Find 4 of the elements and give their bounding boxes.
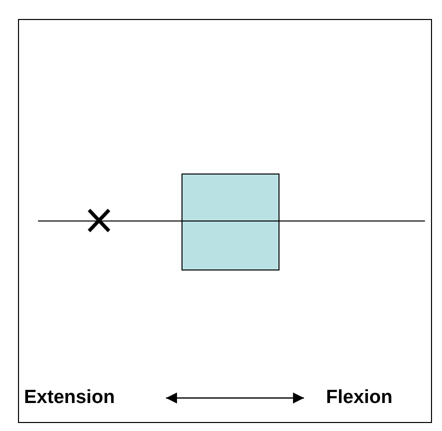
node-label: Flexion	[326, 387, 393, 408]
double-arrow	[166, 392, 304, 404]
node-label: Extension	[24, 387, 115, 408]
square-block	[182, 174, 280, 270]
